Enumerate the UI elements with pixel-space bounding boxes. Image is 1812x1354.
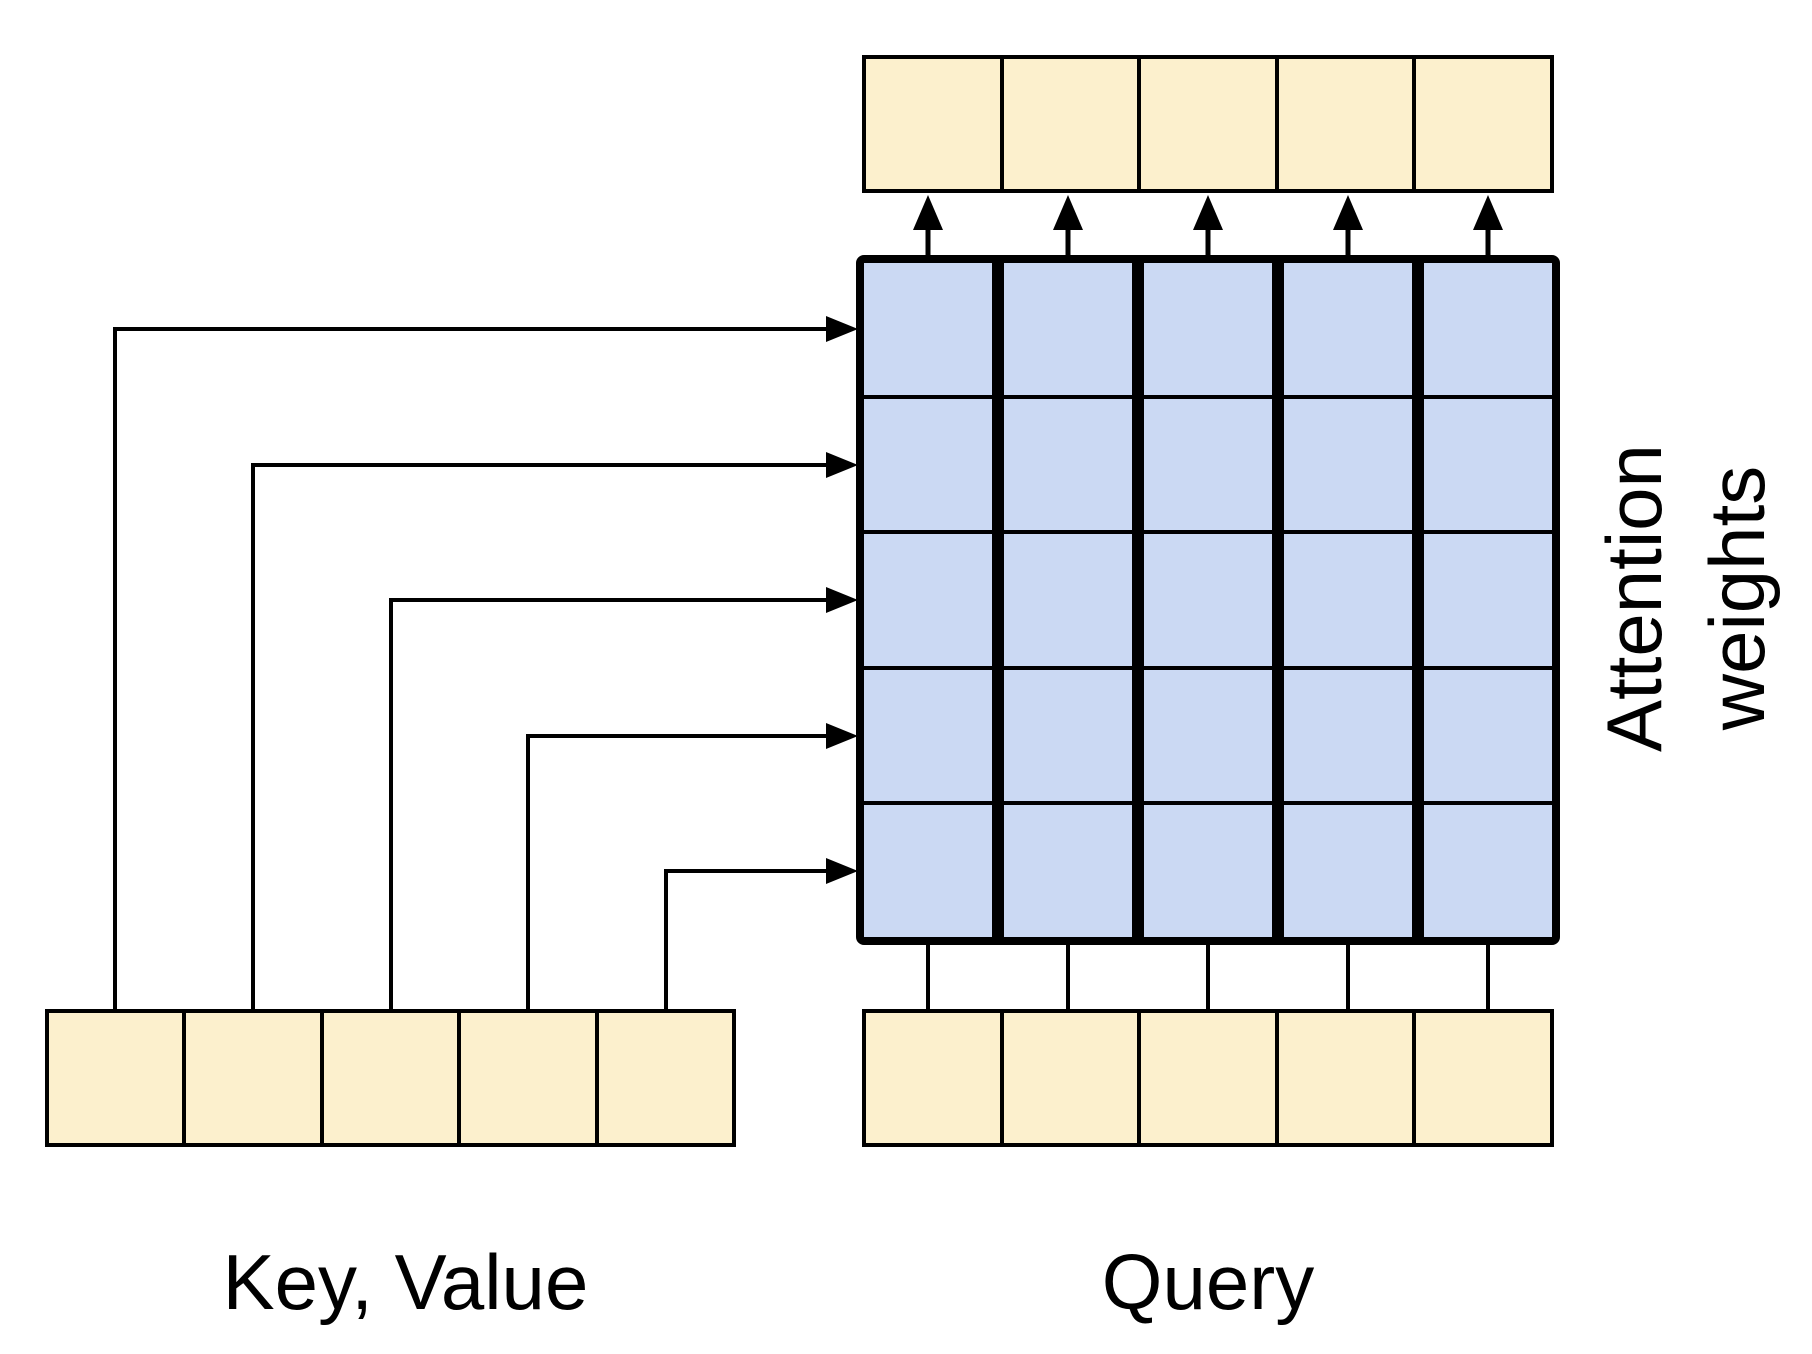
attention-cell-r1c1 xyxy=(864,263,992,395)
attention-cell-r4c2 xyxy=(1004,669,1132,802)
key-value-label: Key, Value xyxy=(222,1238,589,1326)
output-arrow-head-icon-4 xyxy=(1333,195,1363,230)
query-cell-3 xyxy=(1141,1013,1275,1143)
key-value-cell-4 xyxy=(461,1013,595,1143)
key-value-arrow-line-2 xyxy=(251,463,828,1011)
key-value-cell-1 xyxy=(49,1013,183,1143)
attention-cell-r4c5 xyxy=(1424,669,1552,802)
attention-cell-r1c4 xyxy=(1284,263,1412,395)
key-value-arrow-line-5 xyxy=(664,869,828,1011)
attention-cell-r3c2 xyxy=(1004,534,1132,666)
attention-cell-r1c2 xyxy=(1004,263,1132,395)
key-value-arrow-head-icon-3 xyxy=(826,587,858,613)
key-value-arrow-line-1 xyxy=(113,327,828,1011)
output-arrow-head-icon-1 xyxy=(913,195,943,230)
attention-cell-r5c5 xyxy=(1424,805,1552,937)
output-cell-3 xyxy=(1141,59,1275,189)
query-cell-4 xyxy=(1278,1013,1413,1143)
query-label: Query xyxy=(1101,1238,1315,1326)
attention-cell-r5c4 xyxy=(1284,805,1412,937)
key-value-arrow-head-icon-1 xyxy=(826,316,858,342)
attention-cell-r4c3 xyxy=(1144,669,1272,802)
attention-cell-r1c5 xyxy=(1424,263,1552,395)
key-value-arrow-head-icon-5 xyxy=(826,858,858,884)
output-row xyxy=(862,55,1554,193)
attention-cell-r3c3 xyxy=(1144,534,1272,666)
query-cell-5 xyxy=(1416,1013,1550,1143)
key-value-arrow-line-3 xyxy=(389,598,828,1011)
attention-weights-matrix xyxy=(856,255,1560,945)
output-cell-2 xyxy=(1003,59,1138,189)
output-arrow-head-icon-2 xyxy=(1053,195,1083,230)
output-cell-4 xyxy=(1278,59,1413,189)
key-value-cell-3 xyxy=(323,1013,458,1143)
key-value-arrow-head-icon-4 xyxy=(826,723,858,749)
attention-cell-r2c5 xyxy=(1424,398,1552,531)
output-arrow-head-icon-3 xyxy=(1193,195,1223,230)
key-value-arrow-head-icon-2 xyxy=(826,452,858,478)
key-value-cell-2 xyxy=(186,1013,320,1143)
query-cell-1 xyxy=(866,1013,1000,1143)
attention-cell-r5c2 xyxy=(1004,805,1132,937)
attention-cell-r1c3 xyxy=(1144,263,1272,395)
attention-cell-r3c1 xyxy=(864,534,992,666)
output-cell-5 xyxy=(1416,59,1550,189)
query-row xyxy=(862,1009,1554,1147)
attention-cell-r5c1 xyxy=(864,805,992,937)
output-cell-1 xyxy=(866,59,1000,189)
attention-cell-r4c1 xyxy=(864,669,992,802)
attention-cell-r2c1 xyxy=(864,398,992,531)
attention-cell-r2c2 xyxy=(1004,398,1132,531)
output-arrow-head-icon-5 xyxy=(1473,195,1503,230)
key-value-cell-5 xyxy=(598,1013,733,1143)
attention-weights-label: Attention weights xyxy=(1590,444,1781,752)
attention-cell-r4c4 xyxy=(1284,669,1412,802)
attention-cell-r2c3 xyxy=(1144,398,1272,531)
key-value-row xyxy=(45,1009,736,1147)
attention-cell-r2c4 xyxy=(1284,398,1412,531)
query-cell-2 xyxy=(1003,1013,1138,1143)
attention-cell-r5c3 xyxy=(1144,805,1272,937)
attention-cell-r3c5 xyxy=(1424,534,1552,666)
attention-cell-r3c4 xyxy=(1284,534,1412,666)
key-value-arrow-line-4 xyxy=(526,734,828,1011)
